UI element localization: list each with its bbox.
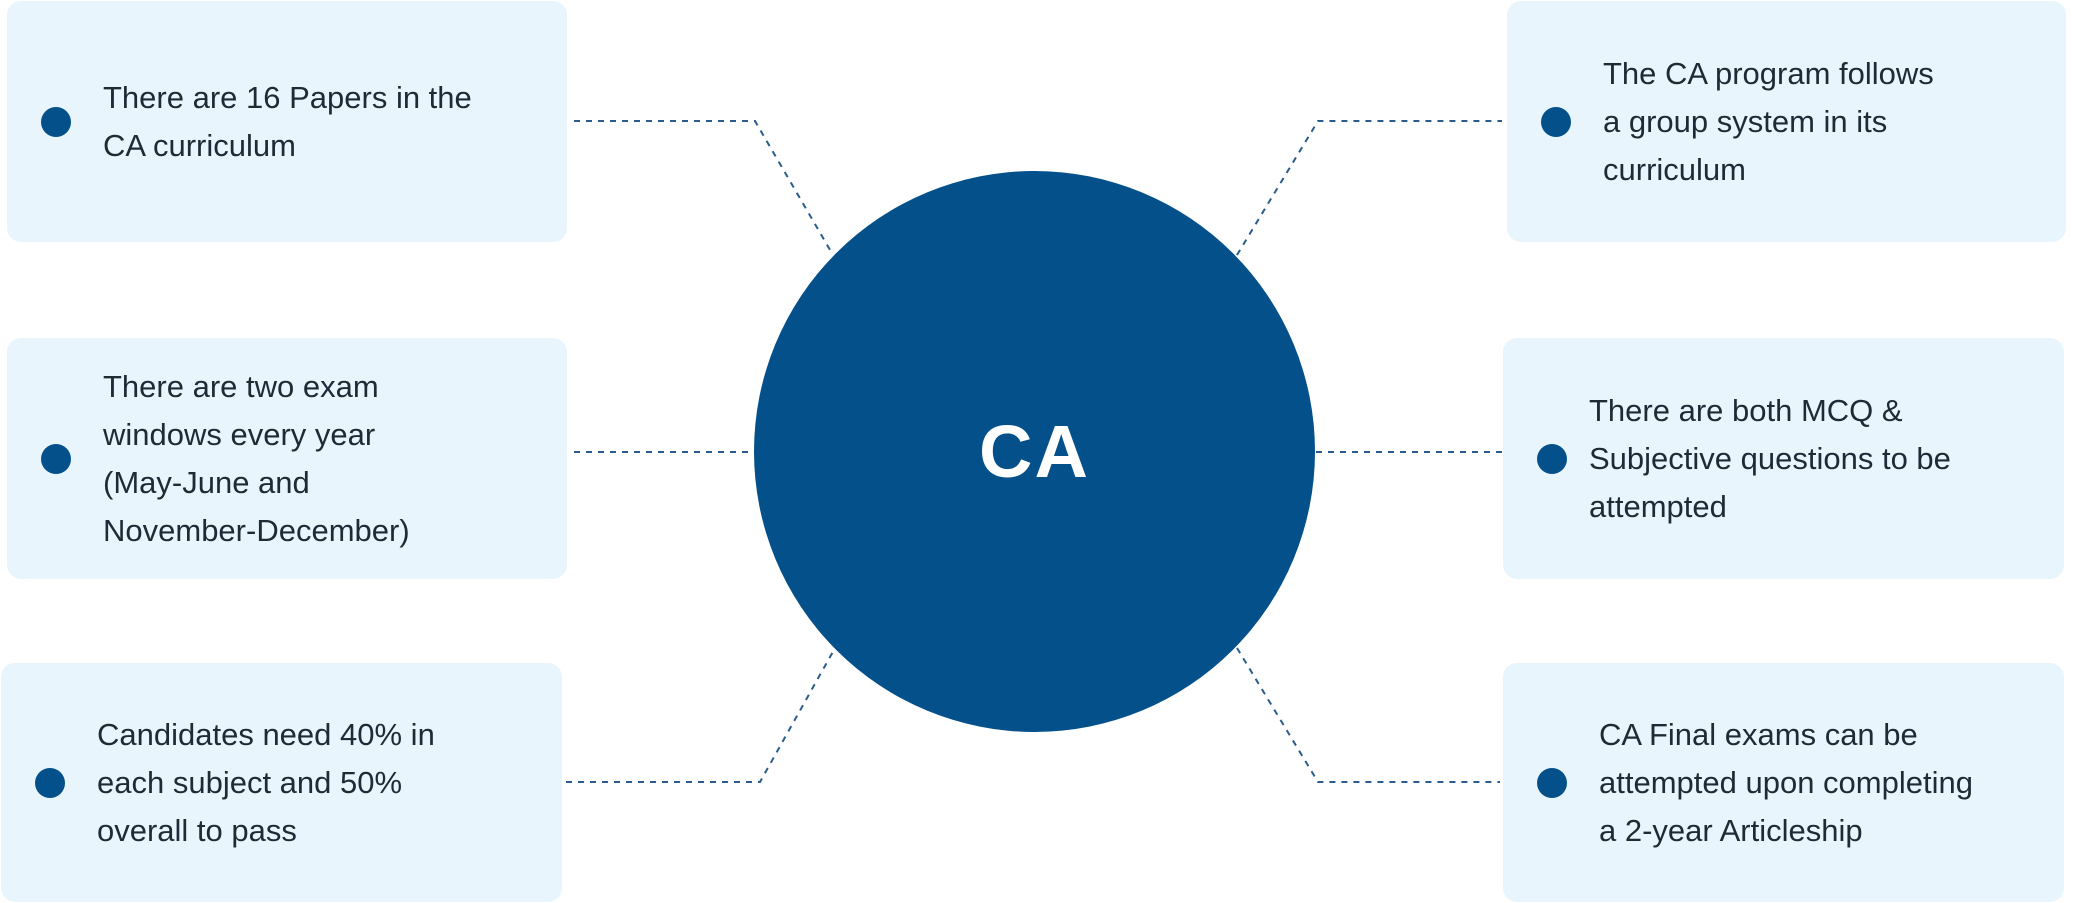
info-card-text: Candidates need 40% in each subject and … [97, 716, 435, 848]
bullet-dot [35, 767, 65, 798]
connector-left-3 [566, 647, 836, 783]
info-card-text: There are both MCQ & Subjective question… [1589, 392, 1951, 524]
info-card-right-3: CA Final exams can be attempted upon com… [1503, 663, 2064, 902]
info-card-text: There are 16 Papers in the CA curriculum [103, 79, 472, 163]
center-label: CA [979, 410, 1090, 493]
bullet-dot [41, 106, 71, 137]
info-card-right-2: There are both MCQ & Subjective question… [1503, 338, 2064, 579]
connector-left-1 [574, 120, 834, 256]
bullet-dot [1541, 106, 1571, 137]
connector-right-3 [1236, 647, 1500, 783]
info-card-text: CA Final exams can be attempted upon com… [1599, 716, 1973, 848]
info-card-left-2: There are two exam windows every year (M… [7, 338, 567, 579]
connector-right-1 [1236, 120, 1502, 256]
center-node: CA [754, 171, 1315, 732]
info-card-text: The CA program follows a group system in… [1603, 55, 1934, 187]
bullet-dot [1537, 443, 1567, 474]
info-card-right-1: The CA program follows a group system in… [1507, 1, 2066, 242]
bullet-dot [1537, 767, 1567, 798]
info-card-left-3: Candidates need 40% in each subject and … [1, 663, 562, 902]
info-card-left-1: There are 16 Papers in the CA curriculum [7, 1, 567, 242]
info-card-text: There are two exam windows every year (M… [103, 368, 410, 548]
bullet-dot [41, 443, 71, 474]
